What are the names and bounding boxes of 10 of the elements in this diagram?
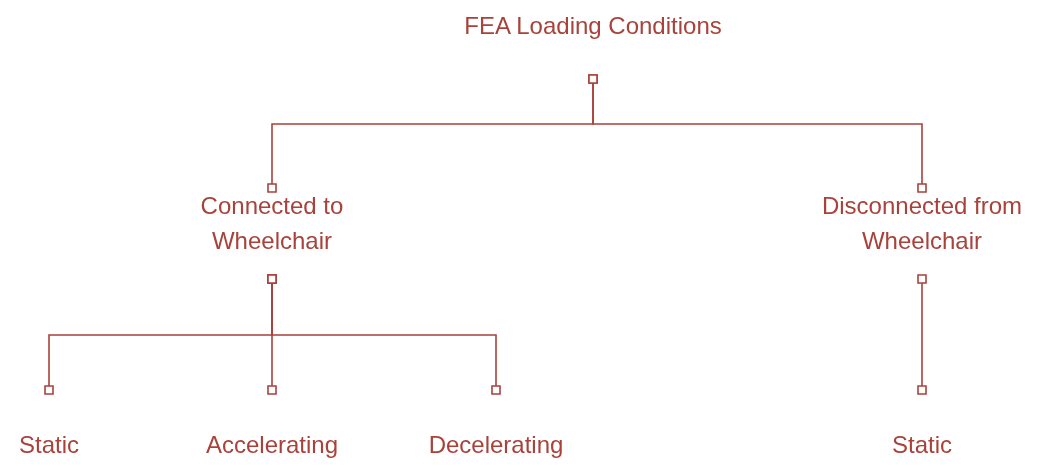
node-label: Accelerating — [205, 430, 339, 460]
node-label: Static — [892, 430, 952, 460]
connector — [917, 274, 927, 395]
connector — [267, 274, 501, 395]
node-label: Disconnected from Wheelchair — [820, 191, 1024, 256]
node-label: Connected to Wheelchair — [199, 191, 345, 256]
node-label: FEA Loading Conditions — [464, 11, 722, 41]
node-label: Static — [19, 430, 79, 460]
connector — [588, 74, 927, 193]
node-label: Decelerating — [428, 430, 564, 460]
